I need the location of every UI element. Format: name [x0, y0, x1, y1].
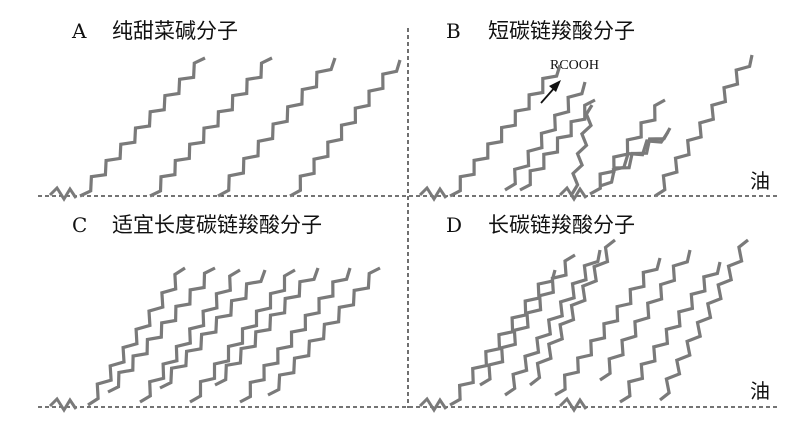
panel-a-betaine-chain-1 — [79, 56, 206, 198]
oil-label-top: 油 — [750, 169, 770, 193]
panel-b-betaine-chain-1 — [449, 64, 562, 198]
panel-c-chain-2 — [107, 266, 216, 394]
panel-d-chain-5 — [554, 257, 662, 397]
panel-c-chain-7 — [239, 267, 352, 404]
panel-a-betaine-chain-4 — [289, 59, 402, 198]
panel-b-acid-chain-3 — [570, 104, 594, 195]
panel-b-head-1 — [418, 185, 448, 202]
panel-b-title: 短碳链羧酸分子 — [488, 19, 635, 43]
panel-d-letter: D — [446, 213, 462, 237]
panel-b-acid-chain-4 — [589, 98, 666, 196]
panel-c-chain-5 — [189, 268, 296, 404]
panel-d-chain-6 — [599, 249, 692, 382]
panel-b-acid-chain-1 — [504, 81, 587, 192]
oil-label-bottom: 油 — [750, 379, 770, 403]
panel-c-title: 适宜长度碳链羧酸分子 — [112, 213, 322, 237]
panel-c-chain-8 — [267, 266, 381, 397]
panel-b-head-2 — [558, 185, 588, 202]
panel-d-chain-1 — [449, 269, 557, 407]
panel-a-letter: A — [71, 19, 87, 43]
panel-a-head-1 — [48, 185, 78, 202]
panel-d-chain-4 — [529, 238, 616, 387]
panel-c-chain-3 — [139, 268, 241, 404]
panel-a-betaine-chain-2 — [149, 56, 273, 198]
panel-d-head-1 — [418, 396, 448, 413]
panel-b-acid-chain-6 — [611, 131, 670, 172]
panel-c-chain-6 — [214, 267, 320, 387]
panel-c-letter: C — [72, 213, 87, 237]
panel-d-chain-7 — [619, 261, 722, 404]
panel-c-head-1 — [48, 396, 78, 413]
panel-c-chain-4 — [159, 269, 267, 390]
rcooh-arrowhead — [549, 80, 561, 92]
panel-d-chain-3 — [504, 249, 602, 397]
panel-d-title: 长碳链羧酸分子 — [488, 213, 635, 237]
panel-b-letter: B — [446, 19, 461, 43]
rcooh-label: RCOOH — [550, 58, 599, 73]
panel-a-title: 纯甜菜碱分子 — [112, 19, 238, 43]
panel-b-acid-chain-2 — [519, 98, 596, 192]
molecule-chains — [48, 54, 754, 413]
panel-d-chain-8 — [659, 238, 749, 402]
panel-c-chain-1 — [87, 266, 186, 407]
panel-d-head-2 — [558, 396, 588, 413]
panel-d-chain-2 — [479, 253, 576, 387]
panel-b-betaine-chain-2 — [654, 54, 754, 198]
panel-a-betaine-chain-3 — [217, 57, 337, 198]
